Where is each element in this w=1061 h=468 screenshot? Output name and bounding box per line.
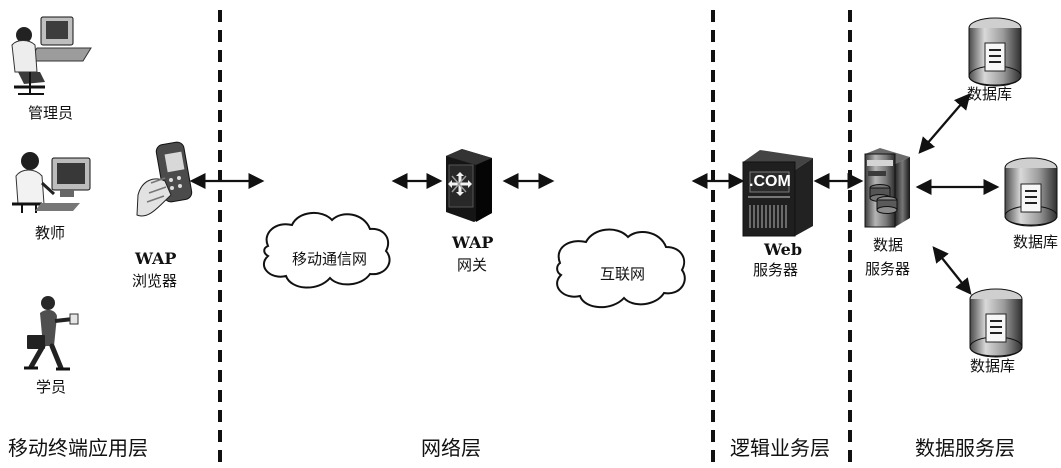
admin-label: 管理员 bbox=[28, 104, 74, 122]
database-top-label: 数据库 bbox=[967, 85, 1013, 103]
web-server-icon bbox=[742, 150, 813, 237]
database-icon-top bbox=[968, 17, 1022, 87]
layer-label-mobile-app: 移动终端应用层 bbox=[8, 436, 148, 460]
browser-title: WAP bbox=[135, 249, 177, 268]
layer-label-data-service: 数据服务层 bbox=[915, 436, 1015, 460]
server-cabinet-icon bbox=[864, 148, 910, 228]
data-server-label-line2: 服务器 bbox=[865, 260, 911, 278]
teacher-label: 教师 bbox=[35, 224, 66, 242]
database-icon-bottom bbox=[969, 288, 1023, 358]
data-server-label-line1: 数据 bbox=[873, 236, 904, 254]
router-icon bbox=[446, 149, 492, 222]
gateway-title: WAP bbox=[452, 233, 494, 252]
gateway-subtitle: 网关 bbox=[457, 256, 488, 274]
database-icon-right bbox=[1004, 157, 1058, 227]
web-server-subtitle: 服务器 bbox=[753, 261, 799, 279]
walking-person-icon bbox=[24, 296, 79, 371]
database-right-label: 数据库 bbox=[1013, 233, 1059, 251]
layer-label-logic: 逻辑业务层 bbox=[730, 436, 830, 460]
internet-label: 互联网 bbox=[600, 265, 646, 283]
browser-subtitle: 浏览器 bbox=[132, 272, 178, 290]
arrow-data-db-bottom bbox=[932, 246, 972, 295]
connection-arrows bbox=[189, 93, 1000, 295]
mobile-network-label: 移动通信网 bbox=[292, 250, 368, 268]
teacher-computer-icon bbox=[12, 152, 91, 213]
web-server-title: Web bbox=[764, 240, 803, 259]
cloud-icon-internet bbox=[556, 228, 686, 309]
desktop-user-icon bbox=[11, 16, 92, 95]
arrow-data-db-top bbox=[918, 93, 971, 154]
layer-divider-lines bbox=[218, 10, 852, 468]
web-server-com-label: .COM bbox=[749, 173, 791, 190]
database-bottom-label: 数据库 bbox=[970, 357, 1016, 375]
layer-label-network: 网络层 bbox=[421, 436, 481, 460]
student-label: 学员 bbox=[36, 378, 67, 396]
cloud-icon-mobile-network bbox=[262, 212, 391, 289]
mobile-phone-icon bbox=[136, 141, 193, 217]
